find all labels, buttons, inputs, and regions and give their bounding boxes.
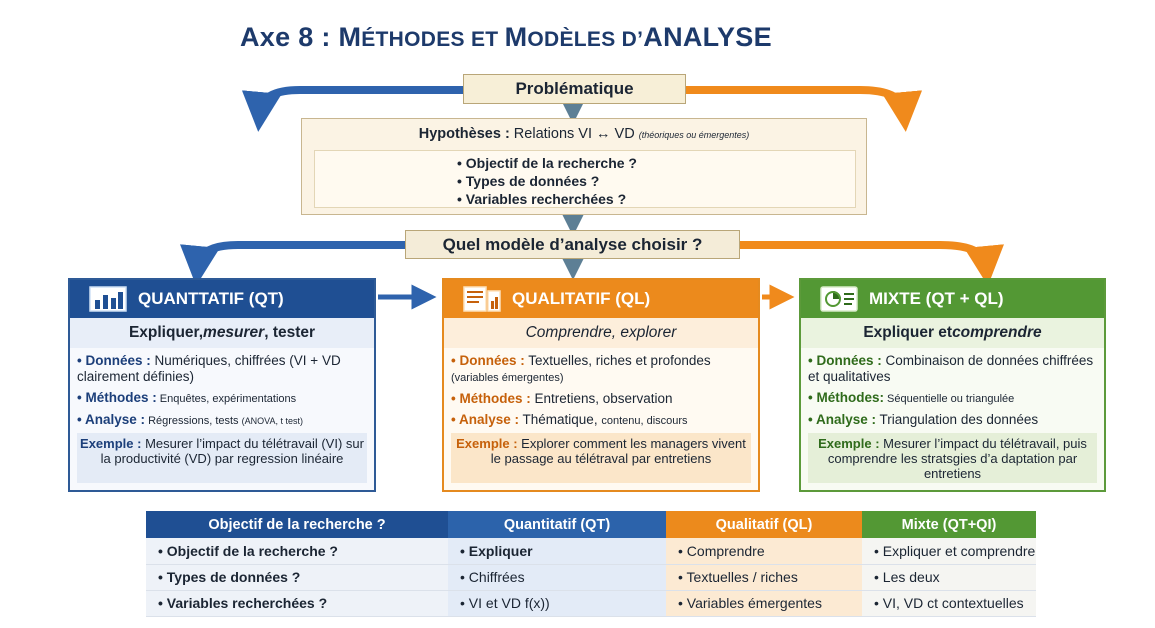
card-subtitle: Expliquer et comprendre [801, 318, 1104, 348]
table-row: Variables recherchées ? VI et VD f(x)) V… [146, 590, 1036, 617]
card-header: QUALITATIF (QL) [444, 280, 758, 318]
card-quantitatif: QUANTTATIF (QT) Expliquer, mesurer, test… [68, 278, 376, 492]
exemple-box: Exemple : Mesurer l’impact du télétravai… [77, 433, 367, 483]
exemple-box: Exemple : Explorer comment les managers … [451, 433, 751, 483]
table-cell: Les deux [862, 564, 1036, 591]
arrow-left-icon [241, 86, 463, 132]
hypotheses-box: Hypothèses : Relations VI ↔ VD (théoriqu… [301, 118, 867, 215]
analyse-row: • Analyse : Thématique, contenu, discour… [451, 412, 688, 427]
table-cell: VI et VD f(x)) [448, 590, 666, 617]
table-row: Objectif de la recherche ? Expliquer Com… [146, 538, 1036, 565]
bar-chart-icon [88, 286, 128, 312]
table-cell: Expliquer et comprendre [862, 538, 1036, 565]
card-header: MIXTE (QT + QL) [801, 280, 1104, 318]
list-item: Variables recherchées ? [457, 190, 855, 208]
hypotheses-questions: Objectif de la recherche ? Types de donn… [314, 150, 856, 208]
table-cell: Comprendre [666, 538, 862, 565]
methodes-row: • Méthodes : Entretiens, observation [451, 391, 673, 406]
table-header-cell: Quantitatif (QT) [448, 511, 666, 538]
table-header-cell: Objectif de la recherche ? [146, 511, 448, 538]
analyse-row: • Analyse : Triangulation des données [808, 412, 1039, 427]
table-cell: Objectif de la recherche ? [146, 538, 448, 565]
screen-chart-icon [819, 286, 859, 312]
table-cell: Types de données ? [146, 564, 448, 591]
table-header-row: Objectif de la recherche ? Quantitatif (… [146, 511, 1036, 538]
arrow-right-icon [740, 241, 1004, 286]
table-header-cell: Qualitatif (QL) [666, 511, 862, 538]
card-subtitle: Comprendre, explorer [444, 318, 758, 348]
table-cell: Variables recherchées ? [146, 590, 448, 617]
table-header-cell: Mixte (QT+QI) [862, 511, 1036, 538]
arrow-right-icon [686, 86, 923, 132]
problematique-label: Problématique [515, 79, 634, 98]
card-mixte: MIXTE (QT + QL) Expliquer et comprendre … [799, 278, 1106, 492]
card-title: MIXTE (QT + QL) [869, 289, 1004, 308]
donnees-row: • Données : Combinaison de données chiff… [808, 353, 1094, 384]
arrow-left-icon [180, 241, 405, 286]
table-cell: VI, VD ct contextuelles [862, 590, 1036, 617]
list-item: Types de données ? [457, 172, 855, 190]
methodes-row: • Méthodes: Séquentielle ou triangulée [808, 390, 1015, 405]
card-qualitatif: QUALITATIF (QL) Comprendre, explorer • D… [442, 278, 760, 492]
summary-table: Objectif de la recherche ? Quantitatif (… [146, 511, 1036, 617]
table-row: Types de données ? Chiffrées Textuelles … [146, 564, 1036, 591]
list-item: Objectif de la recherche ? [457, 154, 855, 172]
page-title: Axe 8 : MÉTHODES ET MODÈLES D’ANALYSE [240, 22, 772, 52]
hypotheses-line: Hypothèses : Relations VI ↔ VD (théoriqu… [418, 126, 750, 142]
card-title: QUALITATIF (QL) [512, 289, 651, 308]
card-header: QUANTTATIF (QT) [70, 280, 374, 318]
card-title: QUANTTATIF (QT) [138, 289, 284, 308]
exemple-box: Exemple : Mesurer l’impact du télétravai… [808, 433, 1097, 483]
donnees-row: • Données : Numériques, chiffrées (VI + … [77, 353, 341, 384]
methodes-row: • Méthodes : Enquêtes, expérimentations [77, 390, 297, 405]
documents-icon [462, 286, 502, 312]
donnees-row: • Données : Textuelles, riches et profon… [451, 353, 711, 384]
problematique-box: Problématique [463, 74, 686, 104]
choose-model-label: Quel modèle d’analyse choisir ? [442, 234, 703, 254]
card-subtitle: Expliquer, mesurer, tester [70, 318, 374, 348]
analyse-row: • Analyse : Régressions, tests (ANOVA, t… [77, 412, 303, 427]
table-cell: Variables émergentes [666, 590, 862, 617]
table-cell: Chiffrées [448, 564, 666, 591]
table-cell: Textuelles / riches [666, 564, 862, 591]
table-cell: Expliquer [448, 538, 666, 565]
choose-model-box: Quel modèle d’analyse choisir ? [405, 230, 740, 259]
